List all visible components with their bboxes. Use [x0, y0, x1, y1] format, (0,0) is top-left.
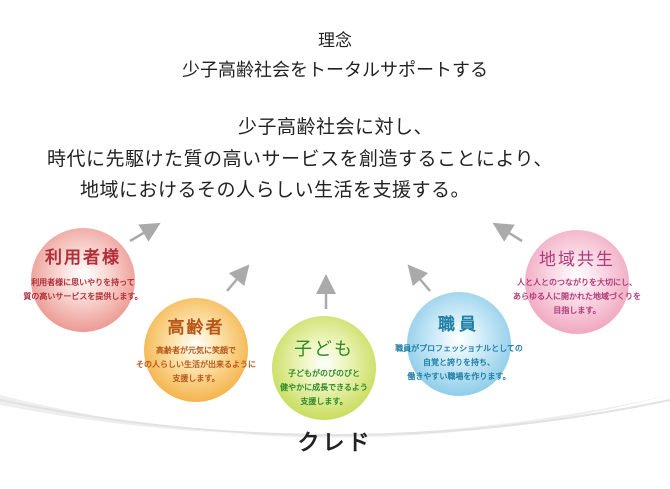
stakeholder-desc-staff: 職員がプロフェッショナルとしての自覚と誇りを持ち、働きやすい職場を作ります。 [395, 344, 523, 381]
stakeholder-title-staff: 職員 [438, 315, 480, 335]
philosophy-line: 地域におけるその人らしい生活を支援する。 [80, 179, 471, 201]
credo-title: クレド [297, 430, 373, 456]
stakeholder-desc-elderly: 高齢者が元気に笑顔でその人らしい生活が出来るように支援します。 [136, 346, 256, 383]
stakeholder-desc-community: 人と人とのつながりを大切にし、あらゆる人に開かれた地域づくりを目指します。 [513, 278, 641, 315]
stakeholder-desc-users: 利用者様に思いやりを持って質の高いサービスを提供します。 [23, 278, 143, 301]
arrow [129, 222, 161, 243]
stakeholder-title-community: 地域共生 [539, 250, 615, 270]
arrow [226, 264, 250, 292]
stakeholder-desc-children: 子どもがのびのびと健やかに成長できるよう支援します。 [280, 369, 368, 406]
stakeholder-title-children: 子ども [294, 339, 354, 360]
arrow [407, 264, 431, 292]
section-title: 理念 [318, 31, 352, 51]
stakeholder-title-elderly: 高齢者 [167, 318, 225, 338]
section-subtitle: 少子高齢社会をトータルサポートする [182, 60, 488, 81]
arrow [492, 222, 523, 243]
philosophy-line: 少子高齢社会に対し、 [238, 116, 434, 138]
philosophy-line: 時代に先駆けた質の高いサービスを創造することにより、 [47, 148, 553, 170]
stakeholder-title-users: 利用者様 [45, 248, 121, 268]
